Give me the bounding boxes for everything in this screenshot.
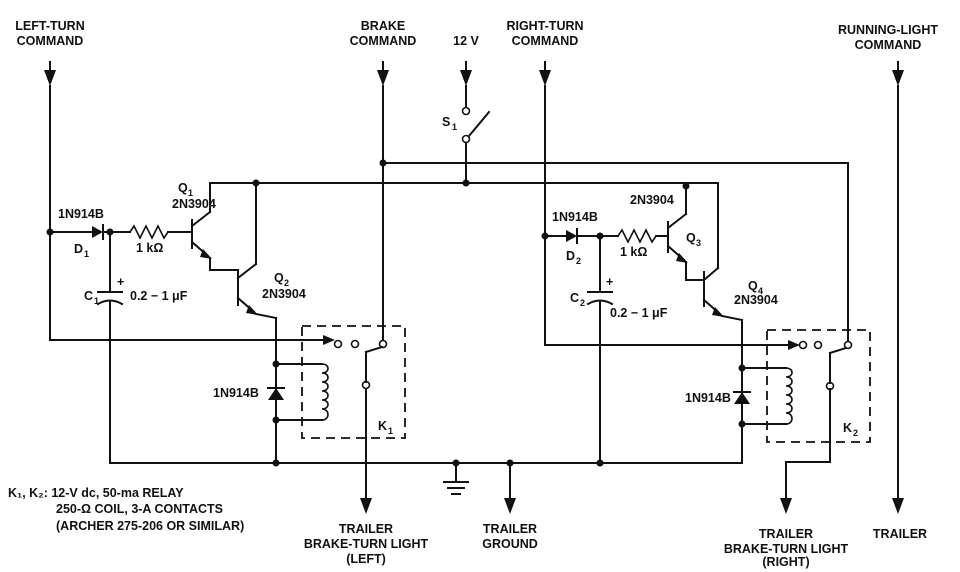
svg-text:LEFT-TURN: LEFT-TURN [15, 19, 84, 33]
trailer-left-light-label: TRAILER BRAKE-TURN LIGHT (LEFT) [304, 522, 429, 566]
svg-text:1 kΩ: 1 kΩ [136, 241, 163, 255]
trailer-running-light-label: TRAILER [873, 527, 927, 541]
svg-text:TRAILER: TRAILER [483, 522, 537, 536]
brake-command-label: BRAKE COMMAND [350, 19, 417, 48]
svg-text:C: C [570, 291, 579, 305]
running-light-command-label: RUNNING-LIGHT COMMAND [838, 23, 938, 52]
svg-text:BRAKE: BRAKE [361, 19, 405, 33]
svg-text:1: 1 [188, 188, 193, 198]
svg-text:2N3904: 2N3904 [262, 287, 306, 301]
svg-text:+: + [606, 275, 613, 289]
brake-bus [379, 85, 849, 341]
svg-text:D: D [566, 249, 575, 263]
transistor-q2: Q 2 2N3904 [236, 182, 306, 320]
brake-input-arrow [377, 61, 389, 86]
svg-text:S: S [442, 115, 450, 129]
svg-text:1: 1 [84, 249, 89, 259]
svg-text:(LEFT): (LEFT) [346, 552, 386, 566]
transistor-q4: Q 4 2N3904 [702, 209, 778, 322]
transistor-q3: 2N3904 Q 3 [630, 185, 703, 281]
supply-bus [209, 179, 719, 211]
svg-text:TRAILER: TRAILER [873, 527, 927, 541]
diode-d2: 1N914B D 2 [552, 210, 619, 266]
svg-text:Q: Q [686, 231, 696, 245]
svg-text:COMMAND: COMMAND [512, 34, 579, 48]
svg-text:3: 3 [696, 238, 701, 248]
supply-input-arrow [460, 61, 472, 86]
svg-text:1 kΩ: 1 kΩ [620, 245, 647, 259]
svg-text:0.2 − 1 μF: 0.2 − 1 μF [130, 289, 188, 303]
running-light-line [892, 85, 904, 514]
svg-text:1N914B: 1N914B [685, 391, 731, 405]
svg-text:1N914B: 1N914B [58, 207, 104, 221]
svg-text:1: 1 [452, 122, 457, 132]
relay-spec-note: K₁, K₂: 12-V dc, 50-ma RELAY 250-Ω COIL,… [8, 486, 244, 533]
svg-text:(ARCHER 275-206 OR SIMILAR): (ARCHER 275-206 OR SIMILAR) [56, 519, 244, 533]
transistor-q1: Q 1 2N3904 [172, 181, 237, 271]
svg-text:C: C [84, 289, 93, 303]
svg-text:1N914B: 1N914B [552, 210, 598, 224]
ground-bus [109, 459, 743, 514]
svg-text:COMMAND: COMMAND [17, 34, 84, 48]
svg-text:TRAILER: TRAILER [339, 522, 393, 536]
left-turn-input-arrow [44, 61, 56, 86]
relay-k1: K 1 [301, 325, 406, 514]
resistor-r1: 1 kΩ [129, 224, 191, 255]
capacitor-c1: + C 1 0.2 − 1 μF [84, 231, 188, 464]
svg-text:2N3904: 2N3904 [172, 197, 216, 211]
svg-text:GROUND: GROUND [482, 537, 538, 551]
svg-text:Q: Q [748, 279, 758, 293]
svg-text:TRAILER: TRAILER [759, 527, 813, 541]
svg-text:K₁, K₂: 12-V dc, 50-ma RELAY: K₁, K₂: 12-V dc, 50-ma RELAY [8, 486, 184, 500]
trailer-right-light-label: TRAILER BRAKE-TURN LIGHT (RIGHT) [724, 527, 849, 569]
svg-text:1: 1 [388, 426, 393, 436]
svg-text:0.2 − 1 μF: 0.2 − 1 μF [610, 306, 668, 320]
svg-text:RIGHT-TURN: RIGHT-TURN [506, 19, 583, 33]
diode-d1: 1N914B D 1 [58, 207, 131, 259]
svg-text:2: 2 [576, 256, 581, 266]
svg-text:COMMAND: COMMAND [350, 34, 417, 48]
relay-k2: K 2 [766, 329, 871, 514]
right-turn-input-arrow [539, 61, 551, 86]
right-relay-coil-circuit: 1N914B [685, 319, 793, 464]
svg-text:BRAKE-TURN LIGHT: BRAKE-TURN LIGHT [304, 537, 429, 551]
svg-text:2N3904: 2N3904 [630, 193, 674, 207]
svg-text:250-Ω COIL, 3-A CONTACTS: 250-Ω COIL, 3-A CONTACTS [56, 502, 223, 516]
resistor-r2: 1 kΩ [617, 228, 667, 259]
capacitor-c2: + C 2 0.2 − 1 μF [570, 235, 668, 464]
svg-text:+: + [117, 275, 124, 289]
svg-text:1: 1 [94, 296, 99, 306]
svg-text:4: 4 [758, 286, 763, 296]
trailer-ground-label: TRAILER GROUND [482, 522, 538, 551]
svg-text:1N914B: 1N914B [213, 386, 259, 400]
left-relay-coil-circuit: 1N914B [213, 317, 329, 464]
svg-text:Q: Q [178, 181, 188, 195]
svg-text:(RIGHT): (RIGHT) [762, 555, 809, 569]
svg-text:RUNNING-LIGHT: RUNNING-LIGHT [838, 23, 938, 37]
svg-text:K: K [843, 421, 852, 435]
supply-12v-label: 12 V [453, 34, 479, 48]
svg-text:BRAKE-TURN LIGHT: BRAKE-TURN LIGHT [724, 542, 849, 556]
running-light-input-arrow [892, 61, 904, 86]
left-turn-command-label: LEFT-TURN COMMAND [15, 19, 84, 48]
switch-s1: S 1 [442, 85, 491, 183]
right-turn-wiring [541, 85, 808, 350]
right-turn-command-label: RIGHT-TURN COMMAND [506, 19, 583, 48]
left-turn-wiring [46, 85, 343, 349]
svg-text:K: K [378, 419, 387, 433]
svg-text:D: D [74, 242, 83, 256]
svg-text:Q: Q [274, 271, 284, 285]
svg-text:COMMAND: COMMAND [855, 38, 922, 52]
svg-text:2N3904: 2N3904 [734, 293, 778, 307]
svg-text:2: 2 [284, 278, 289, 288]
svg-text:2: 2 [580, 298, 585, 308]
svg-text:2: 2 [853, 428, 858, 438]
